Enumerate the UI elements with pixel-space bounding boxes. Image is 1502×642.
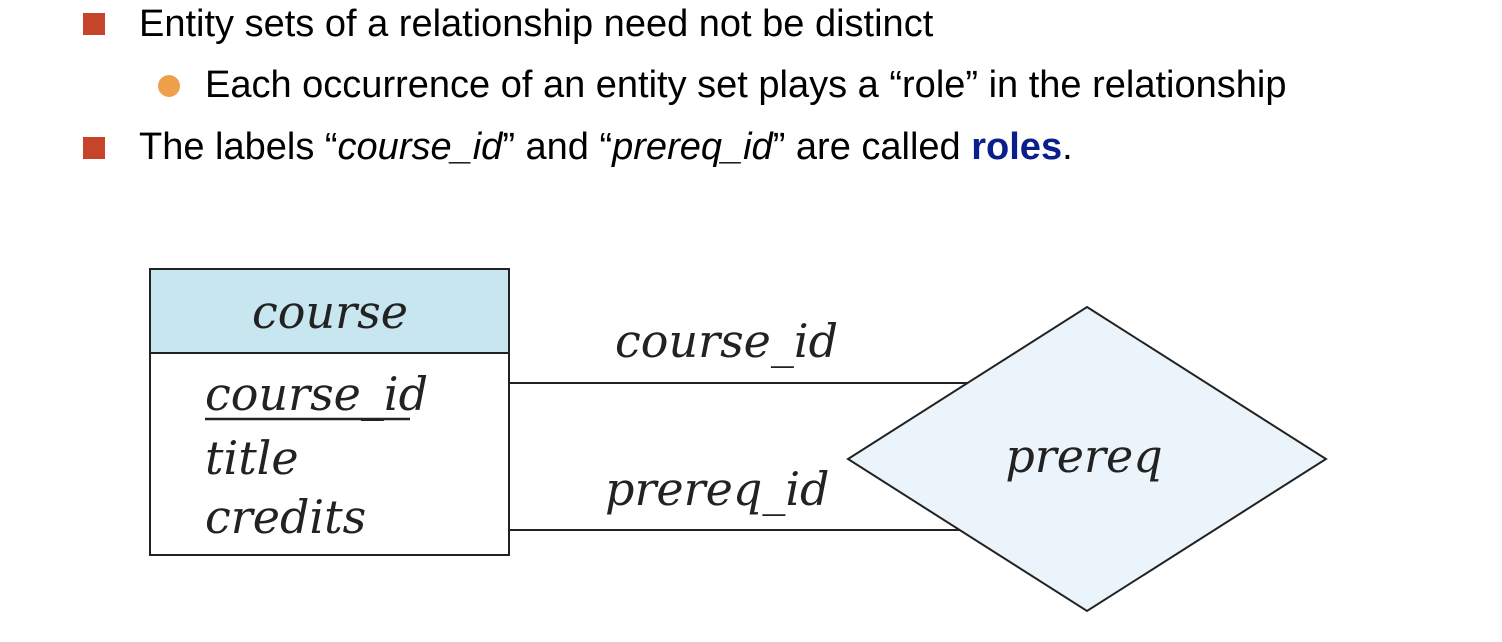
entity-course: course course_id title credits <box>149 268 510 556</box>
bullet-text-part: . <box>1062 126 1073 168</box>
role-name-course-id: course_id <box>337 126 503 168</box>
entity-body <box>149 352 510 556</box>
bullet-role-occurrence: Each occurrence of an entity set plays a… <box>205 61 1286 109</box>
attribute-credits: credits <box>205 490 366 544</box>
bullet-text-part: The labels “ <box>139 126 338 168</box>
round-bullet-icon <box>158 75 180 97</box>
role-name-prereq-id: prereq_id <box>612 126 773 168</box>
relationship-prereq: prereq <box>846 305 1328 613</box>
relationship-name: prereq <box>1005 429 1162 483</box>
relationship-diamond <box>846 305 1328 613</box>
entity-header <box>149 268 510 354</box>
bullet-text: Entity sets of a relationship need not b… <box>139 3 934 45</box>
bullet-text: Each occurrence of an entity set plays a… <box>205 64 1287 106</box>
square-bullet-icon <box>83 137 105 159</box>
term-roles: roles <box>971 126 1063 168</box>
bullet-roles-definition: The labels “course_id” and “prereq_id” a… <box>139 123 1073 171</box>
entity-name: course <box>252 285 408 339</box>
square-bullet-icon <box>83 13 105 35</box>
attribute-title: title <box>205 431 299 485</box>
role-label-course-id: course_id <box>615 314 838 368</box>
attribute-course-id: course_id <box>205 367 428 421</box>
bullet-entity-sets: Entity sets of a relationship need not b… <box>139 0 933 48</box>
bullet-text-part: ” and “ <box>502 126 613 168</box>
bullet-text-part: ” are called <box>772 126 972 168</box>
role-label-prereq-id: prereq_id <box>605 462 829 516</box>
